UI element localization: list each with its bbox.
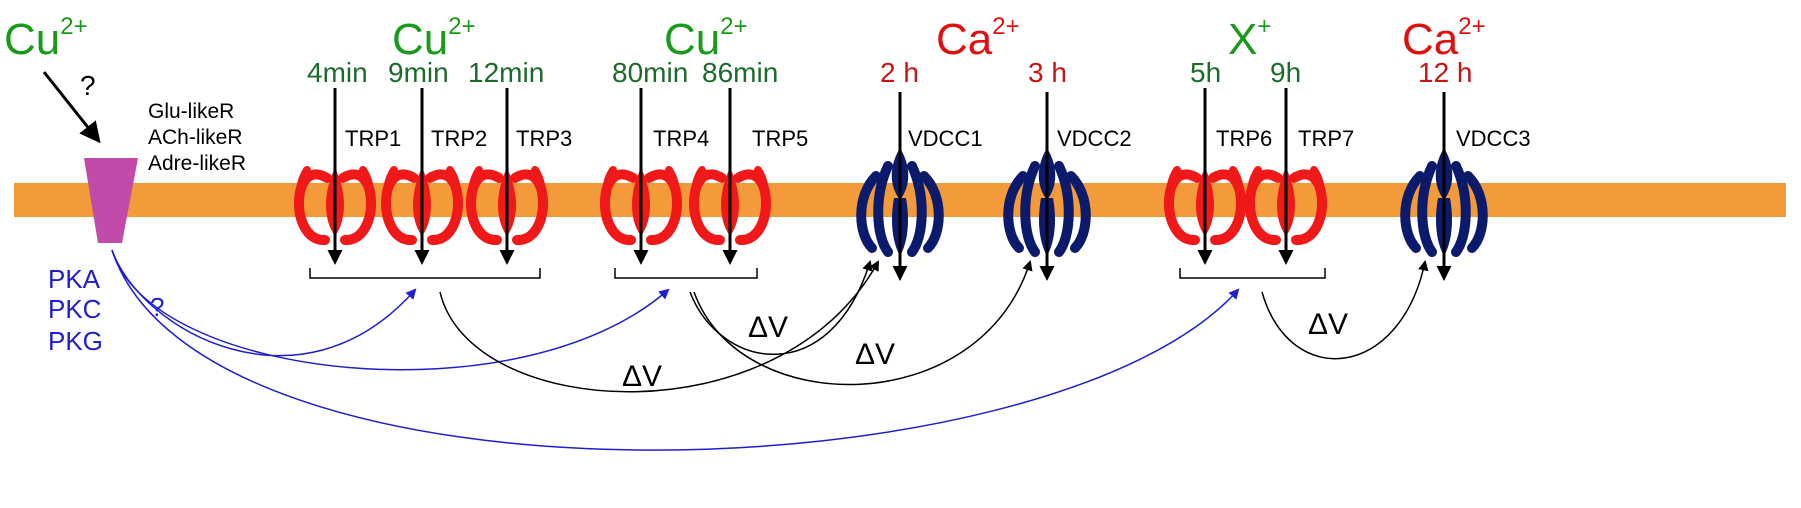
dv-curve-group2-to-vdcc1 <box>689 259 873 355</box>
kinase-label-pkg: PKG <box>48 326 103 356</box>
time-label-trp2: 9min <box>388 57 449 88</box>
channel-label-trp3: TRP3 <box>516 126 572 151</box>
receptor-trapezoid <box>84 158 138 243</box>
receptor-label-glu: Glu-likeR <box>148 100 234 123</box>
time-label-trp1: 4min <box>307 57 368 88</box>
kinase-curve-group2 <box>111 249 670 371</box>
channel-label-trp6: TRP6 <box>1216 126 1272 151</box>
time-label-vdcc3: 12 h <box>1418 57 1473 88</box>
ion-label-cu-receptor: Cu2+ <box>4 13 88 64</box>
ion-label-ca-vdcc12: Ca2+ <box>936 13 1020 64</box>
delta-v-label-group1-vdcc1: ΔV <box>622 360 662 393</box>
ion-label-x-group3: X+ <box>1228 13 1271 64</box>
kinase-curve-group3 <box>111 249 1240 451</box>
channel-label-trp7: TRP7 <box>1298 126 1354 151</box>
kinase-label-pka: PKA <box>48 264 101 294</box>
channel-label-trp2: TRP2 <box>431 126 487 151</box>
delta-v-label-group2-vdcc2: ΔV <box>855 338 895 371</box>
cu-to-receptor-arrow <box>42 71 101 144</box>
question-mark-kinase: ? <box>150 292 164 322</box>
channel-label-vdcc2: VDCC2 <box>1057 126 1132 151</box>
delta-v-label-group3-vdcc3: ΔV <box>1308 308 1348 341</box>
time-label-trp3: 12min <box>468 57 544 88</box>
kinase-label-pkc: PKC <box>48 294 101 324</box>
dv-curve-group1-to-vdcc1 <box>439 260 880 393</box>
dv-curve-group2-to-vdcc2 <box>693 259 1033 386</box>
question-mark-receptor: ? <box>80 70 96 101</box>
time-label-vdcc1: 2 h <box>880 57 919 88</box>
delta-v-label-group2-vdcc1: ΔV <box>748 311 788 344</box>
channel-label-vdcc1: VDCC1 <box>908 126 983 151</box>
channel-label-trp4: TRP4 <box>653 126 709 151</box>
bracket-group2 <box>614 268 758 279</box>
time-label-trp6: 5h <box>1190 57 1221 88</box>
time-label-trp7: 9h <box>1270 57 1301 88</box>
ion-label-cu-group1: Cu2+ <box>392 13 476 64</box>
time-label-trp5: 86min <box>702 57 778 88</box>
time-label-vdcc2: 3 h <box>1028 57 1067 88</box>
ion-label-ca-vdcc3: Ca2+ <box>1402 13 1486 64</box>
receptor-label-ach: ACh-likeR <box>148 126 243 149</box>
bracket-group3 <box>1179 268 1326 279</box>
dv-curve-group3-to-vdcc3 <box>1261 259 1429 360</box>
receptor-label-adre: Adre-likeR <box>148 152 246 175</box>
channel-label-trp1: TRP1 <box>345 126 401 151</box>
time-label-trp4: 80min <box>612 57 688 88</box>
channel-label-vdcc3: VDCC3 <box>1456 126 1531 151</box>
bracket-group1 <box>309 268 541 279</box>
ion-label-cu-group2: Cu2+ <box>664 13 748 64</box>
channel-label-trp5: TRP5 <box>752 126 808 151</box>
